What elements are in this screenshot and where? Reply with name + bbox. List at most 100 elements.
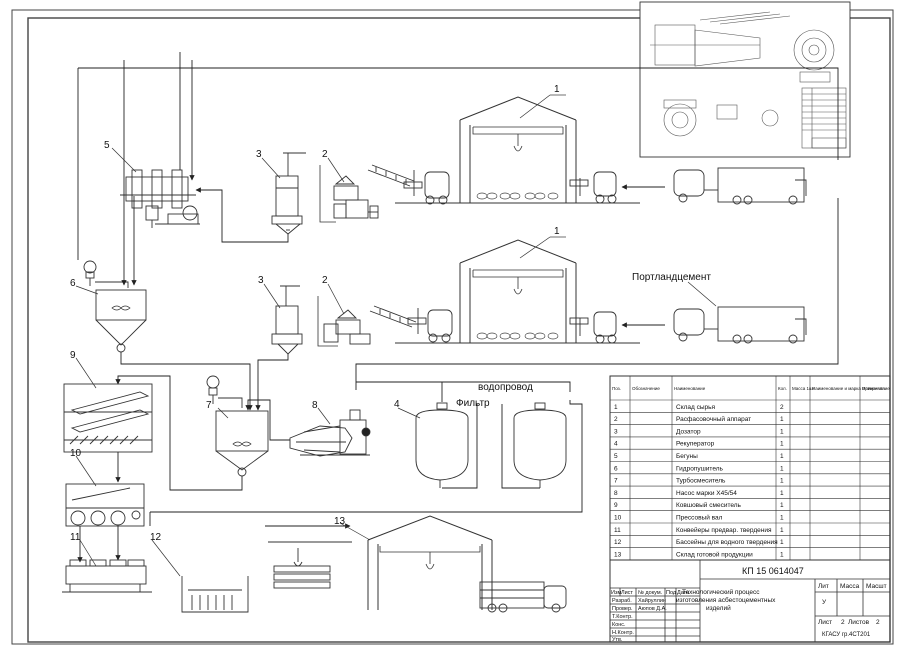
packing-apparatus-middle <box>317 296 371 347</box>
spec-row-qty: 2 <box>780 404 784 411</box>
spec-row-pos: 1 <box>614 404 618 411</box>
forklift-top-right <box>569 171 617 204</box>
title-block <box>609 559 891 643</box>
role-consultant: Конс. <box>612 622 626 628</box>
water-hardening-pool <box>181 576 249 613</box>
cement-bags-middle <box>476 332 559 340</box>
spec-header-4: Масса 1шт <box>792 386 815 391</box>
callout-7: 7 <box>206 400 212 411</box>
spec-header-5: Наименование и марка материала <box>812 386 885 391</box>
label-portland-cement: Портландцемент <box>632 272 711 283</box>
recuperator-tank-left <box>415 402 469 488</box>
spec-header-3: Кол. <box>778 386 787 391</box>
sheets-label: Листов <box>848 619 870 626</box>
spec-row-pos: 4 <box>614 441 618 448</box>
spec-row-pos: 3 <box>614 428 618 435</box>
role-checker: Провер. <box>612 606 633 612</box>
hdr-date: Дата <box>677 590 690 596</box>
pre-hardening-conveyor <box>62 559 152 593</box>
forklift-top-left <box>403 170 450 205</box>
spec-row-name: Рекуператор <box>676 441 715 448</box>
spec-row-pos: 11 <box>614 527 621 534</box>
organization: КГАСУ гр.4СТ201 <box>822 632 871 638</box>
spec-row-pos: 9 <box>614 502 618 509</box>
document-code: КП 15 0614047 <box>742 566 804 576</box>
hydro-pulper <box>83 260 147 353</box>
spec-row-qty: 1 <box>780 539 784 546</box>
spec-row-name: Насос марки Х45/54 <box>676 490 737 497</box>
spec-row-pos: 13 <box>614 551 622 558</box>
spec-row-qty: 1 <box>780 453 784 460</box>
callout-3-top: 3 <box>256 149 262 160</box>
spec-row-qty: 1 <box>780 515 784 522</box>
spec-row-name: Турбосмеситель <box>676 477 726 485</box>
forklift-middle-left <box>407 308 453 343</box>
callout-8: 8 <box>312 400 318 411</box>
sheets-value: 2 <box>876 619 880 626</box>
spec-row-pos: 7 <box>614 478 618 485</box>
callout-leaders <box>75 94 566 577</box>
turbo-mixer <box>206 375 269 477</box>
press-shaft-machine <box>65 483 145 527</box>
title-line-2: изготовления асбестоцементных <box>676 596 776 604</box>
label-water-supply: водопровод <box>478 382 533 393</box>
callout-numbers: 1 1 2 2 3 3 4 5 6 7 8 9 10 11 12 13 <box>70 84 560 543</box>
spec-row-name: Дозатор <box>676 428 701 435</box>
spec-header-1: Обозначение <box>632 386 660 391</box>
spec-row-name: Бассейны для водного твердения <box>676 538 778 546</box>
pipelines <box>77 52 839 563</box>
person-checker: Аюпов Д.А. <box>638 606 667 612</box>
inclined-conveyor-middle <box>369 305 417 328</box>
callout-1-middle: 1 <box>554 226 560 237</box>
role-developer: Разраб. <box>612 598 632 604</box>
cement-truck-top <box>673 167 807 205</box>
sheet-label: Лист <box>818 619 832 626</box>
callout-5: 5 <box>104 140 110 151</box>
callout-2-top: 2 <box>322 149 328 160</box>
spec-row-name: Склад сырья <box>676 404 716 411</box>
callout-10: 10 <box>70 448 82 459</box>
role-norm-control: Н.Контр. <box>612 630 634 636</box>
label-filter: Фильтр <box>456 398 490 409</box>
spec-row-name: Прессовый вал <box>676 514 723 522</box>
spec-row-pos: 2 <box>614 416 618 423</box>
spec-row-name: Склад готовой продукции <box>676 550 753 558</box>
spec-row-qty: 1 <box>780 490 784 497</box>
spec-row-qty: 1 <box>780 465 784 472</box>
spec-header-0: Поз. <box>612 386 621 391</box>
spec-row-qty: 1 <box>780 416 784 423</box>
title-block-text: КП 15 0614047 Технологический процесс из… <box>611 566 887 643</box>
role-approved: Утв. <box>612 637 623 643</box>
dispenser-top <box>271 152 306 235</box>
spec-row-pos: 12 <box>614 539 622 546</box>
title-line-1: Технологический процесс <box>682 588 760 596</box>
product-truck <box>479 581 567 613</box>
cement-truck-middle <box>673 306 807 344</box>
callout-13: 13 <box>334 516 346 527</box>
recuperator-tank-right <box>513 402 567 488</box>
lit-value: У <box>822 599 827 606</box>
spec-row-name: Конвейеры предвар. твердения <box>676 526 772 534</box>
raw-material-warehouse-top <box>395 96 640 204</box>
forklift-middle-right <box>569 311 617 344</box>
callout-2-middle: 2 <box>322 275 328 286</box>
mass-label: Масса <box>840 583 860 590</box>
spec-row-name: Бегуны <box>676 453 698 460</box>
sheet-value: 2 <box>841 619 845 626</box>
inset-pump-drawing <box>639 1 851 158</box>
bucket-mixer <box>63 383 153 453</box>
lit-label: Лит <box>818 583 829 590</box>
role-tech-control: Т.Контр. <box>612 614 633 620</box>
spec-table: Поз. Обозначение Наименование Кол. Масса 1шт… <box>609 375 891 561</box>
spec-row-qty: 1 <box>780 551 784 558</box>
callout-11: 11 <box>70 532 81 543</box>
raw-material-warehouse-middle <box>395 239 640 344</box>
spec-header-2: Наименование <box>674 386 706 391</box>
spec-row-qty: 1 <box>780 478 784 485</box>
spec-row-qty: 1 <box>780 527 784 534</box>
hdr-doc: № докум. <box>638 590 663 596</box>
hdr-list: Лист <box>621 590 633 596</box>
spec-row-pos: 8 <box>614 490 618 497</box>
dispenser-middle <box>271 285 303 355</box>
